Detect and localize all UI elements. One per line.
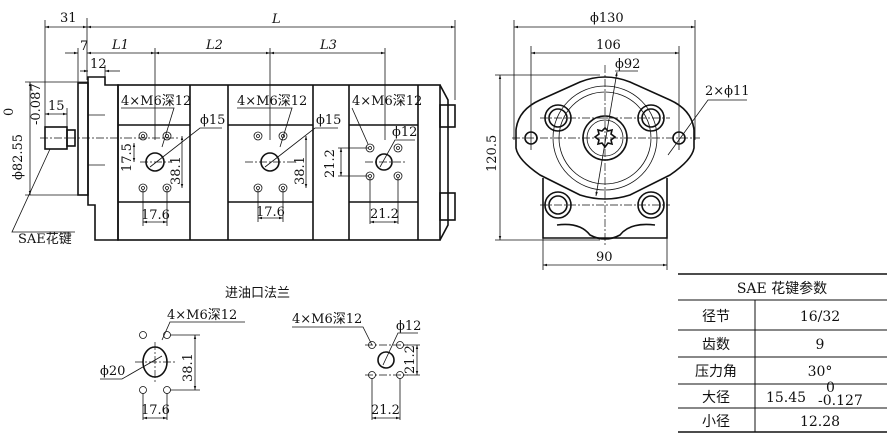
dim-90: 90 xyxy=(596,250,613,265)
port-1-bore: ϕ15 xyxy=(200,113,225,128)
inlet-left-thread: 4×M6深12 xyxy=(167,308,237,323)
nut-top xyxy=(439,104,456,128)
port-2: 4×M6深12 ϕ15 38.1 17.6 xyxy=(237,94,341,222)
dim-shaft-dia: ϕ82.55 xyxy=(11,134,26,180)
dim-shaft-tol-upper: 0 xyxy=(2,108,17,116)
inlet-flange-title: 进油口法兰 xyxy=(225,286,290,301)
port-3-thread: 4×M6深12 xyxy=(352,94,422,109)
table-value: 30° xyxy=(808,364,833,380)
dim-L1: L1 xyxy=(111,38,129,53)
table-tol-upper: 0 xyxy=(826,380,835,396)
dim-L: L xyxy=(271,12,281,27)
port-1-dim-h1: 17.5 xyxy=(120,143,135,172)
inlet-flange-left: 4×M6深12 ϕ20 38.1 17.6 xyxy=(100,308,245,420)
dim-12: 12 xyxy=(90,57,107,72)
pump-body xyxy=(117,84,441,241)
table-value: 16/32 xyxy=(800,309,840,325)
table-label: 径节 xyxy=(702,309,730,325)
dim-holes: 2×ϕ11 xyxy=(705,84,750,99)
inlet-left-dim-h: 38.1 xyxy=(181,353,196,382)
port-3-bore: ϕ12 xyxy=(392,125,417,140)
port-3: 4×M6深12 ϕ12 21.2 21.2 xyxy=(323,94,422,224)
dim-L3: L3 xyxy=(319,38,337,53)
port-3-dim-h: 21.2 xyxy=(323,149,338,178)
inlet-right-bore: ϕ12 xyxy=(396,319,421,334)
port-2-bore: ϕ15 xyxy=(316,113,341,128)
dim-7: 7 xyxy=(80,39,88,54)
table-label: 小径 xyxy=(702,414,730,430)
inlet-flange: 进油口法兰 4×M6深12 ϕ20 38.1 17.6 4×M6深12 ϕ12 xyxy=(100,286,421,420)
port-1-dim-h2: 38.1 xyxy=(169,156,184,185)
dim-106: 106 xyxy=(596,38,621,53)
inlet-right-thread: 4×M6深12 xyxy=(292,312,362,327)
side-view: 31 L 7 L1 L2 L3 12 ϕ82.55 0 -0.087 15 SA… xyxy=(2,11,456,247)
nut-bottom xyxy=(439,192,456,221)
port-2-thread: 4×M6深12 xyxy=(237,94,307,109)
mounting-flange-plate xyxy=(77,82,89,196)
dim-31: 31 xyxy=(60,11,77,26)
front-cover xyxy=(87,76,119,241)
port-1: 4×M6深12 ϕ15 17.5 38.1 17.6 xyxy=(120,94,225,226)
spline-parameter-table: SAE 花键参数 径节 16/32 齿数 9 压力角 30° 大径 15.45 … xyxy=(678,273,887,433)
inlet-right-dim-w: 21.2 xyxy=(371,403,400,418)
table-value: 15.45 xyxy=(766,390,806,406)
dim-L2: L2 xyxy=(205,38,223,53)
port-2-dim-w: 17.6 xyxy=(256,205,285,220)
dim-130: ϕ130 xyxy=(590,11,624,26)
port-3-dim-w: 21.2 xyxy=(370,207,399,222)
dim-shaft-tol-lower: -0.087 xyxy=(29,83,44,125)
table-title: SAE 花键参数 xyxy=(737,280,827,297)
port-1-dim-w: 17.6 xyxy=(141,208,170,223)
inlet-right-dim-h: 21.2 xyxy=(403,345,418,374)
dim-height: 120.5 xyxy=(485,135,500,172)
inlet-left-bore: ϕ20 xyxy=(100,364,125,379)
port-1-thread: 4×M6深12 xyxy=(121,94,191,109)
table-value: 12.28 xyxy=(800,414,840,430)
bolt-heads xyxy=(544,104,665,219)
table-label: 齿数 xyxy=(702,337,730,353)
port-2-dim-h2: 38.1 xyxy=(293,156,308,185)
spline-label: SAE花键 xyxy=(18,231,72,247)
dim-92: ϕ92 xyxy=(615,57,640,72)
table-label: 压力角 xyxy=(695,364,737,380)
table-tol-lower: -0.127 xyxy=(818,393,863,409)
inlet-flange-right: 4×M6深12 ϕ12 21.2 21.2 xyxy=(292,312,421,420)
front-view: ϕ130 106 ϕ92 2×ϕ11 120.5 90 xyxy=(485,11,750,270)
inlet-left-dim-w: 17.6 xyxy=(141,403,170,418)
dim-15: 15 xyxy=(48,99,65,114)
mounting-flange xyxy=(515,76,695,200)
table-label: 大径 xyxy=(702,390,730,406)
table-value: 9 xyxy=(816,337,825,353)
